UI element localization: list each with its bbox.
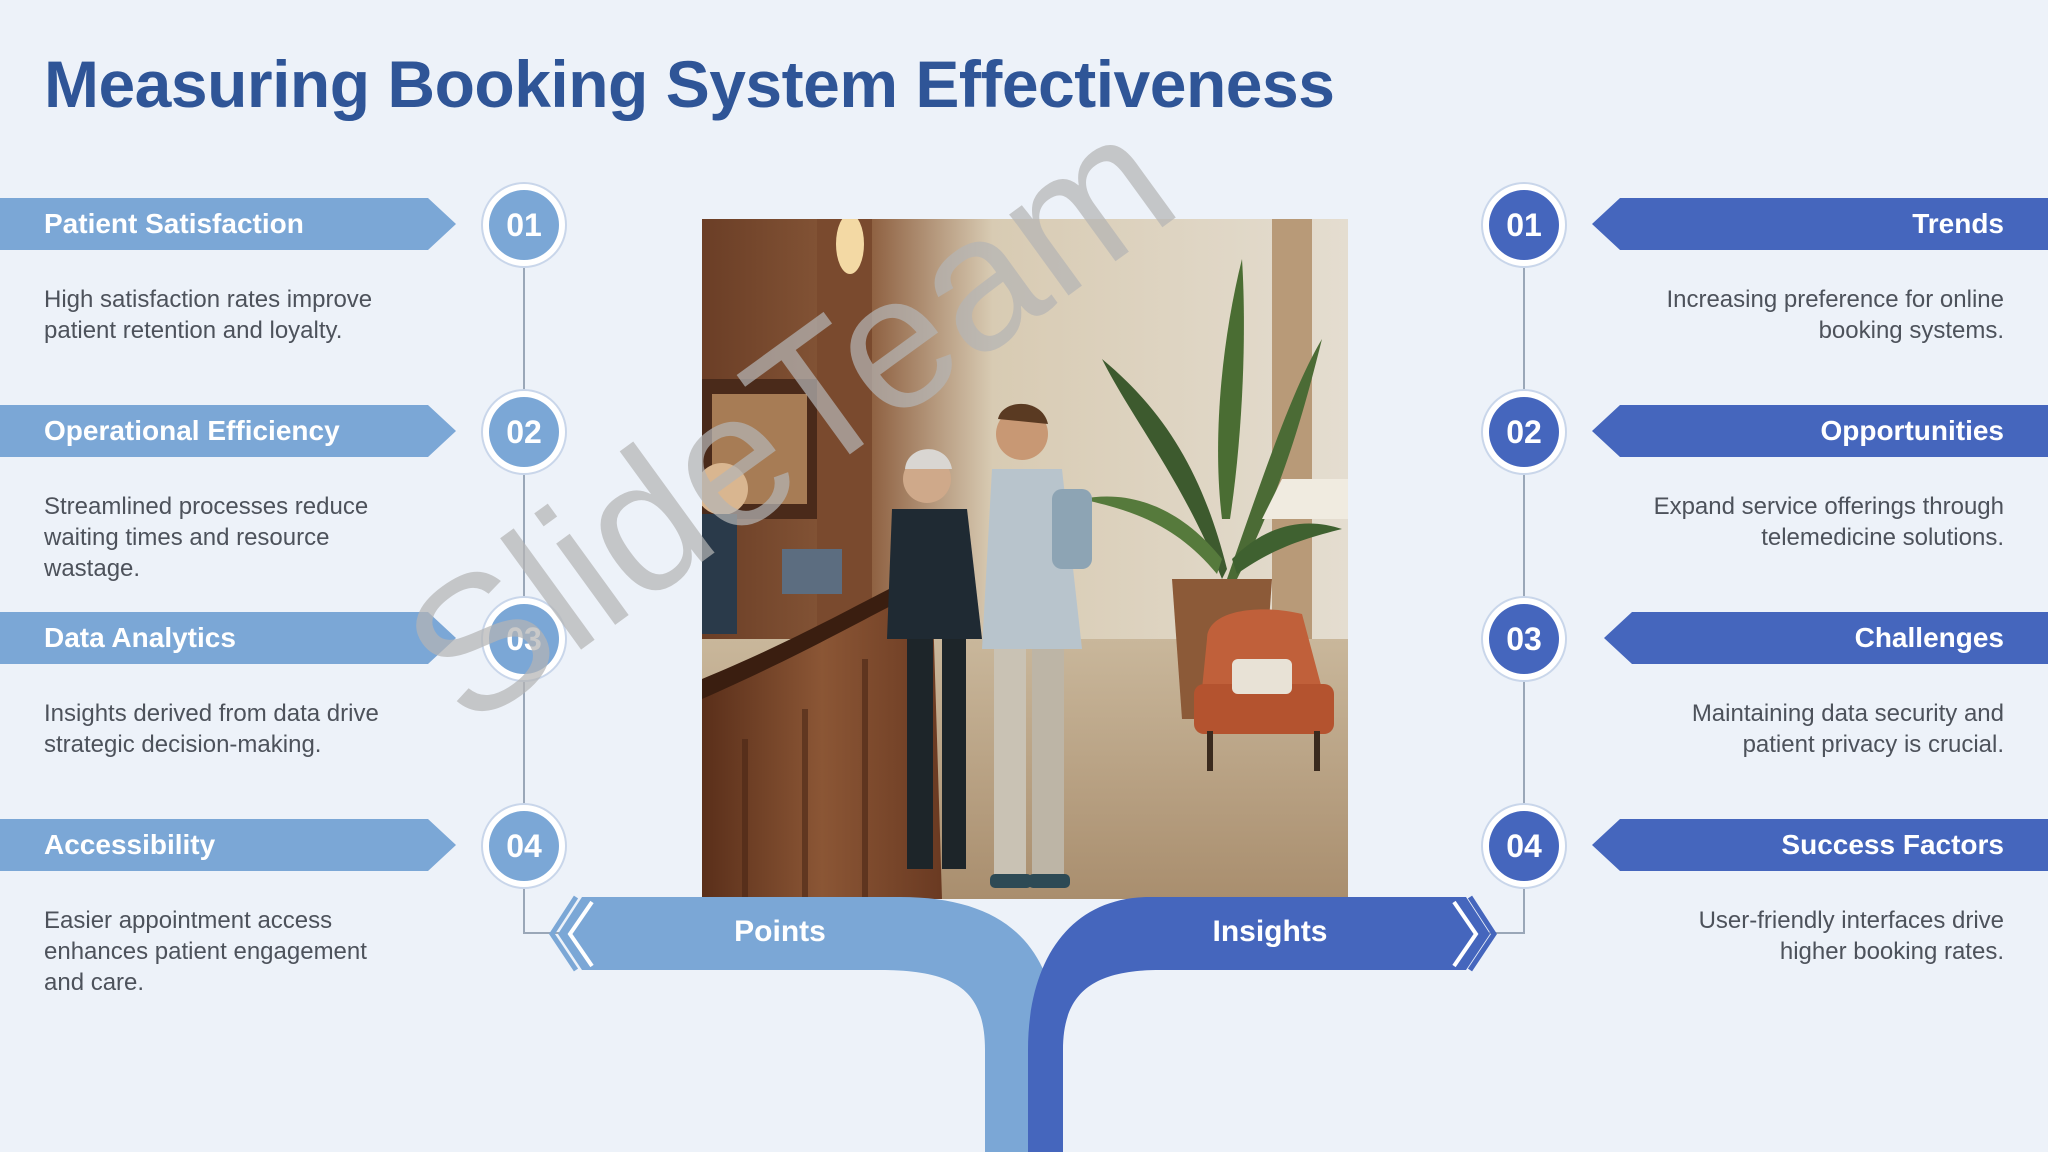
insight-number-badge: 01 (1481, 182, 1567, 268)
insight-description: User-friendly interfaces drive higher bo… (1698, 907, 2004, 965)
point-number: 04 (489, 811, 559, 881)
right-connector-foot (1489, 932, 1525, 934)
points-arrow-outline-outer (549, 895, 579, 972)
reception-photo (702, 219, 1348, 899)
point-description: Easier appointment access enhances patie… (44, 907, 367, 996)
insight-number-badge: 02 (1481, 389, 1567, 475)
points-arrow-outline (567, 900, 594, 968)
insight-number: 01 (1489, 190, 1559, 260)
insight-number: 03 (1489, 604, 1559, 674)
insights-arrow-outline-outer (1467, 895, 1497, 972)
point-description: Streamlined processes reduce waiting tim… (44, 493, 369, 582)
point-number-badge: 01 (481, 182, 567, 268)
insight-number: 02 (1489, 397, 1559, 467)
insights-arrow-outline (1452, 900, 1479, 968)
page-title: Measuring Booking System Effectiveness (44, 47, 1335, 121)
points-arrow-shape (558, 897, 1058, 1152)
reception-photo-illustration (702, 219, 1348, 899)
point-description: Insights derived from data drive strateg… (44, 700, 379, 758)
insight-number-badge: 04 (1481, 803, 1567, 889)
insight-description: Maintaining data security and patient pr… (1691, 700, 2004, 758)
insight-banner-success-factors: Success Factors (1592, 819, 2048, 871)
insight-number-badge: 03 (1481, 596, 1567, 682)
points-label: Points (734, 915, 826, 948)
point-number: 02 (489, 397, 559, 467)
point-number-badge: 04 (481, 803, 567, 889)
insight-description: Expand service offerings through telemed… (1653, 493, 2004, 551)
insight-number: 04 (1489, 811, 1559, 881)
insight-banner-challenges: Challenges (1604, 612, 2048, 664)
point-banner-operational-efficiency: Operational Efficiency (0, 405, 456, 457)
insight-banner-trends: Trends (1592, 198, 2048, 250)
point-number-badge: 02 (481, 389, 567, 475)
point-banner-accessibility: Accessibility (0, 819, 456, 871)
point-number: 03 (489, 604, 559, 674)
point-banner-patient-satisfaction: Patient Satisfaction (0, 198, 456, 250)
left-connector-foot (523, 932, 559, 934)
point-description: High satisfaction rates improve patient … (44, 286, 373, 344)
point-banner-data-analytics: Data Analytics (0, 612, 456, 664)
point-number: 01 (489, 190, 559, 260)
insight-banner-opportunities: Opportunities (1592, 405, 2048, 457)
insights-label: Insights (1212, 915, 1328, 948)
insight-description: Increasing preference for online booking… (1666, 286, 2004, 344)
point-number-badge: 03 (481, 596, 567, 682)
insights-arrow-shape (1028, 897, 1490, 1152)
